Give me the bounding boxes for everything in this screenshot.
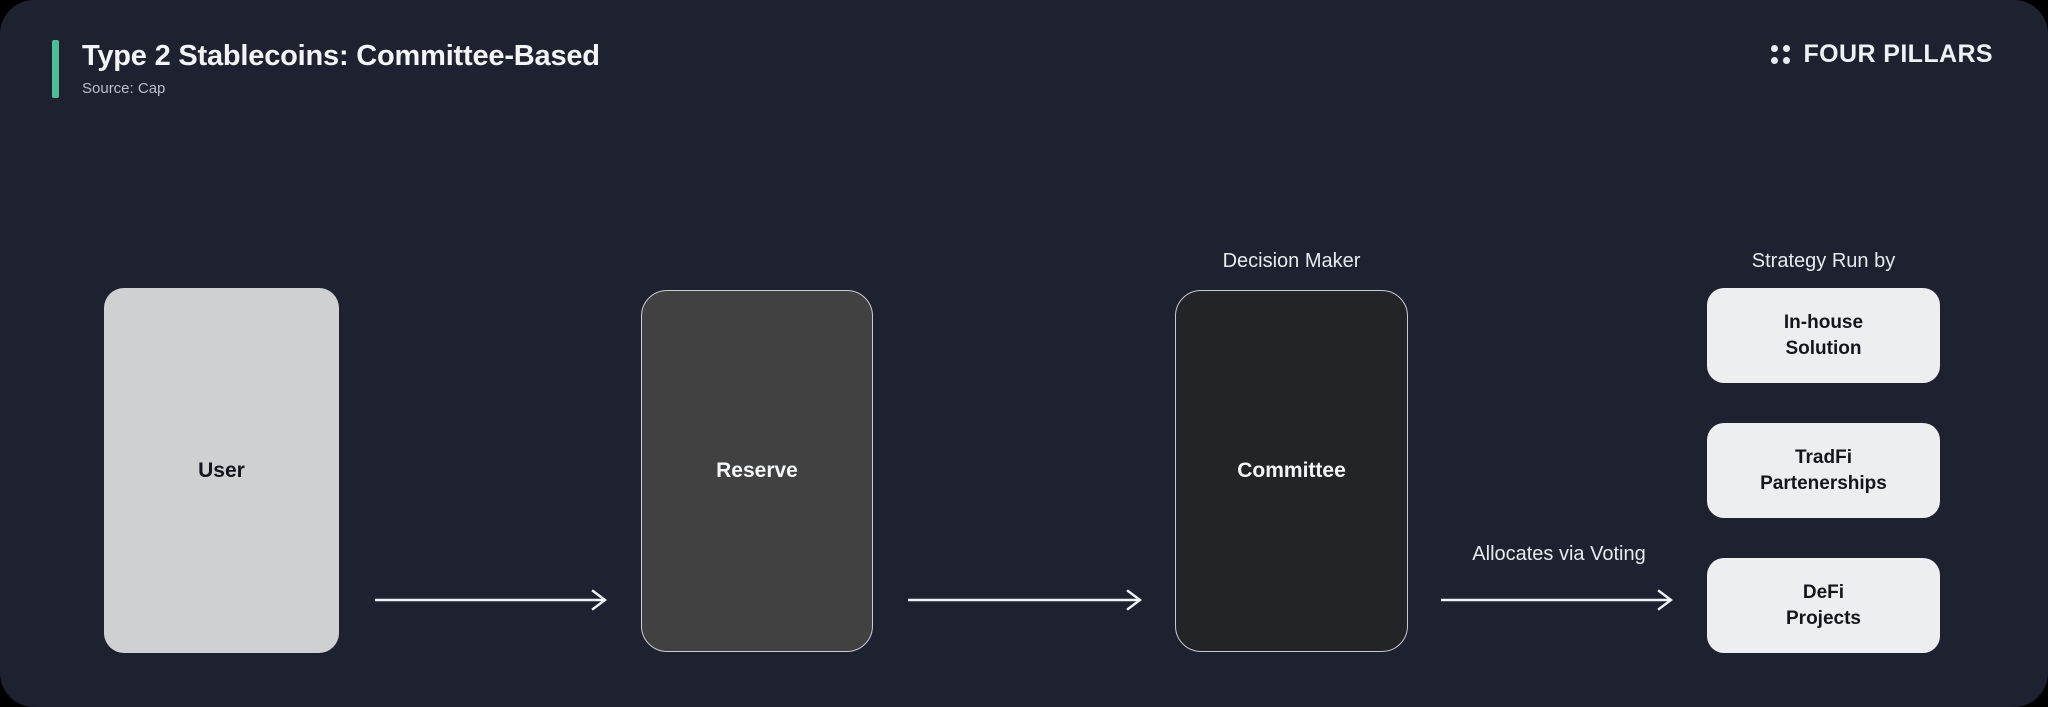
node-reserve-label: Reserve: [716, 459, 798, 483]
source-label: Source: Cap: [82, 80, 166, 98]
caption-decision-maker: Decision Maker: [1222, 250, 1361, 272]
title-block: Type 2 Stablecoins: Committee-Based Sour…: [82, 38, 600, 99]
node-reserve: Reserve: [641, 290, 873, 652]
flow-diagram: User Reserve Decision Maker Committee Al…: [0, 130, 2048, 707]
arrow-user-to-reserve: [375, 589, 611, 611]
page-title: Type 2 Stablecoins: Committee-Based: [82, 40, 600, 72]
brand-logo: FOUR PILLARS: [1771, 40, 1993, 69]
caption-strategy-run-by: Strategy Run by: [1751, 250, 1896, 272]
arrow-reserve-to-committee: [908, 589, 1146, 611]
arrow-committee-to-strategies: [1441, 589, 1677, 611]
node-committee-label: Committee: [1237, 459, 1346, 483]
accent-bar: [52, 40, 59, 98]
arrow-allocates-label: Allocates via Voting: [1472, 543, 1646, 565]
brand-name: FOUR PILLARS: [1803, 40, 1993, 68]
node-user: User: [104, 288, 339, 653]
node-committee: Committee: [1175, 290, 1408, 652]
header: Type 2 Stablecoins: Committee-Based Sour…: [0, 0, 2048, 130]
node-user-label: User: [198, 458, 245, 482]
four-dots-icon: [1771, 45, 1791, 64]
